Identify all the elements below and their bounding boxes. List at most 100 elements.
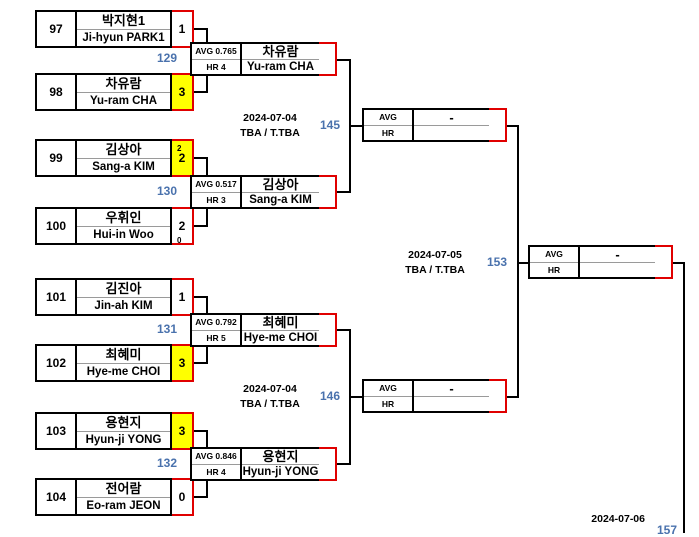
player-name-kr: 최혜미: [242, 315, 319, 331]
score-box-100[interactable]: 2: [172, 207, 194, 245]
match-card-132[interactable]: AVG 0.846 HR 4 용현지 Hyun-ji YONG: [190, 447, 337, 481]
stat-column: AVG 0.765 HR 4: [192, 44, 242, 74]
match-card-153[interactable]: AVG HR -: [528, 245, 673, 279]
player-names: -: [414, 381, 489, 411]
match-date: 2024-07-04: [243, 383, 297, 395]
score-box-99[interactable]: 2: [172, 139, 194, 177]
match-meta-145: 2024-07-04 TBA / T.TBA: [205, 111, 335, 141]
match-number-157: 157: [657, 523, 678, 537]
score-box[interactable]: [319, 175, 337, 209]
match-number-153: 153: [487, 255, 508, 269]
player-card-102[interactable]: 102 최혜미 Hye-me CHOI: [35, 344, 172, 382]
stat-avg: AVG 0.792: [192, 315, 240, 331]
player-name-kr: 우휘인: [77, 209, 170, 227]
player-card-103[interactable]: 103 용현지 Hyun-ji YONG: [35, 412, 172, 450]
player-name-en: Jin-ah KIM: [94, 299, 153, 312]
player-card-100[interactable]: 100 우휘인 Hui-in Woo: [35, 207, 172, 245]
match-card-129[interactable]: AVG 0.765 HR 4 차유람 Yu-ram CHA: [190, 42, 337, 76]
connector-132-top: [194, 430, 208, 432]
seed-number: 99: [37, 141, 77, 175]
player-name-en: Ji-hyun PARK1: [82, 31, 165, 44]
stat-column: AVG HR: [530, 247, 580, 277]
score-box[interactable]: [655, 245, 673, 279]
stat-avg: AVG 0.765: [192, 44, 240, 60]
match-card-145[interactable]: AVG HR -: [362, 108, 507, 142]
stat-hr: HR 4: [206, 61, 226, 72]
player-name-en: Hye-me CHOI: [86, 365, 161, 378]
match-date: 2024-07-06: [591, 513, 645, 525]
score-box-104[interactable]: 0: [172, 478, 194, 516]
match-venue: TBA / T.TBA: [240, 127, 300, 139]
score-box-101[interactable]: 1: [172, 278, 194, 316]
player-names: 용현지 Hyun-ji YONG: [77, 414, 170, 448]
match-number-129: 129: [157, 51, 178, 65]
score-box-103[interactable]: 3: [172, 412, 194, 450]
connector-131-top: [194, 296, 208, 298]
player-card-99[interactable]: 99 김상아 Sang-a KIM: [35, 139, 172, 177]
player-name-kr: 용현지: [77, 414, 170, 432]
connector-145-bottom: [337, 191, 351, 193]
player-card-104[interactable]: 104 전어람 Eo-ram JEON: [35, 478, 172, 516]
connector-146-bottom: [337, 463, 351, 465]
match-card-146[interactable]: AVG HR -: [362, 379, 507, 413]
player-names: -: [414, 110, 489, 140]
score-box[interactable]: [319, 447, 337, 481]
stat-hr: HR: [547, 264, 561, 275]
set-score-100: 0: [177, 236, 182, 245]
stat-column: AVG 0.792 HR 5: [192, 315, 242, 345]
player-name-kr: 김상아: [242, 177, 319, 193]
player-name-kr: 김진아: [77, 280, 170, 298]
stat-avg: AVG: [530, 247, 578, 263]
stat-column: AVG 0.846 HR 4: [192, 449, 242, 479]
player-name-kr: 최혜미: [77, 346, 170, 364]
stat-hr: HR: [381, 127, 395, 138]
score-box[interactable]: [319, 313, 337, 347]
player-name-kr: 차유람: [242, 44, 319, 60]
score-box-97[interactable]: 1: [172, 10, 194, 48]
score-box-98[interactable]: 3: [172, 73, 194, 111]
player-names: -: [580, 247, 655, 277]
match-card-131[interactable]: AVG 0.792 HR 5 최혜미 Hye-me CHOI: [190, 313, 337, 347]
stat-avg: AVG: [364, 110, 412, 126]
match-venue: TBA / T.TBA: [405, 264, 465, 276]
match-number-130: 130: [157, 184, 178, 198]
match-date: 2024-07-04: [243, 112, 297, 124]
stat-column: AVG HR: [364, 110, 414, 140]
connector-157-vertical: [683, 262, 685, 533]
seed-number: 97: [37, 12, 77, 46]
player-name-kr: 박지현1: [77, 12, 170, 30]
player-name-en: Yu-ram CHA: [246, 60, 315, 73]
connector-130-top: [194, 157, 208, 159]
seed-number: 103: [37, 414, 77, 448]
player-card-98[interactable]: 98 차유람 Yu-ram CHA: [35, 73, 172, 111]
player-names: 용현지 Hyun-ji YONG: [242, 449, 319, 479]
player-names: 김진아 Jin-ah KIM: [77, 280, 170, 314]
connector-145-out: [349, 125, 363, 127]
player-names: 전어람 Eo-ram JEON: [77, 480, 170, 514]
player-name-en: Hyun-ji YONG: [85, 433, 162, 446]
player-card-97[interactable]: 97 박지현1 Ji-hyun PARK1: [35, 10, 172, 48]
connector-153-top: [507, 125, 519, 127]
player-name-en: Hui-in Woo: [93, 228, 154, 241]
match-card-130[interactable]: AVG 0.517 HR 3 김상아 Sang-a KIM: [190, 175, 337, 209]
set-score-99: 2: [177, 144, 182, 153]
score-box[interactable]: [319, 42, 337, 76]
player-name-en: Yu-ram CHA: [89, 94, 158, 107]
match-number-131: 131: [157, 322, 178, 336]
stat-hr: HR 3: [206, 194, 226, 205]
player-name-kr: -: [414, 110, 489, 126]
score-box[interactable]: [489, 379, 507, 413]
seed-number: 100: [37, 209, 77, 243]
player-card-101[interactable]: 101 김진아 Jin-ah KIM: [35, 278, 172, 316]
connector-145-top: [337, 59, 351, 61]
connector-153-vertical: [517, 125, 519, 398]
player-names: 차유람 Yu-ram CHA: [77, 75, 170, 109]
score-box-102[interactable]: 3: [172, 344, 194, 382]
seed-number: 101: [37, 280, 77, 314]
score-box[interactable]: [489, 108, 507, 142]
stat-hr: HR 5: [206, 332, 226, 343]
player-names: 김상아 Sang-a KIM: [242, 177, 319, 207]
connector-130-bottom: [194, 225, 208, 227]
connector-129-bottom: [194, 91, 208, 93]
player-name-en: [414, 126, 489, 140]
